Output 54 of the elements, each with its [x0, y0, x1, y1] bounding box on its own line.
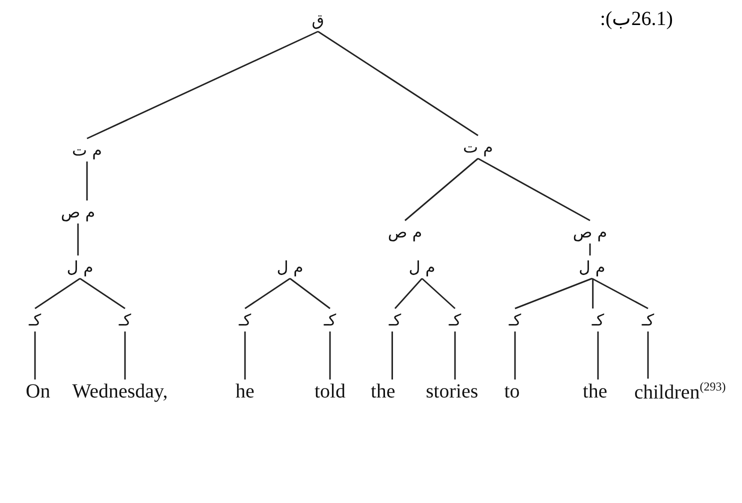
tree-branch	[514, 278, 592, 310]
tree-branch	[244, 332, 246, 380]
tree-branch	[592, 278, 594, 308]
tree-node-label: م ل	[576, 256, 608, 278]
word-label: told	[314, 380, 346, 404]
tree-node-label: ق	[310, 10, 326, 30]
tree-branch	[404, 158, 478, 222]
tree-branch	[589, 244, 591, 256]
tree-node-label: م ت	[70, 140, 104, 160]
tree-node-label: م ص	[58, 202, 98, 222]
tree-node-label: كـ	[116, 310, 134, 330]
tree-node-label: م ل	[274, 256, 306, 278]
tree-node-label: كـ	[506, 310, 524, 330]
tree-branch	[80, 278, 126, 310]
tree-branch	[597, 332, 599, 380]
tree-branch	[86, 30, 318, 140]
tree-branch	[290, 278, 330, 310]
word-label: to	[504, 380, 520, 404]
tree-branch	[391, 332, 393, 380]
tree-branch	[422, 278, 456, 310]
tree-node-label: كـ	[590, 310, 606, 330]
word-label: stories	[426, 380, 478, 404]
tree-node-label: م ل	[64, 256, 96, 278]
word-label: On	[26, 380, 50, 404]
tree-branch	[244, 278, 290, 310]
tree-branch	[394, 278, 423, 309]
tree-node-label: كـ	[26, 310, 44, 330]
tree-branch	[318, 30, 478, 136]
word-label: the	[582, 380, 608, 404]
tree-node-label: م ت	[460, 136, 496, 158]
tree-branch	[34, 278, 80, 310]
tree-node-label: كـ	[640, 310, 656, 330]
tree-branch	[514, 332, 516, 380]
tree-branch	[86, 162, 88, 200]
tree-branch	[647, 332, 649, 379]
tree-node-label: م ل	[406, 256, 438, 278]
tree-branch	[592, 278, 648, 310]
word-label: he	[236, 380, 254, 404]
tree-node-label: كـ	[236, 310, 254, 330]
tree-branch	[454, 332, 456, 380]
tree-branch	[478, 158, 590, 222]
tree-branch	[124, 332, 126, 380]
tree-node-label: كـ	[322, 310, 338, 330]
example-number: (26.1ب):	[600, 7, 673, 31]
tree-node-label: م ص	[386, 222, 424, 242]
word-label: children$^{(293)}$	[634, 380, 726, 404]
tree-branch	[77, 224, 79, 256]
tree-branch	[329, 332, 331, 380]
word-label: the	[370, 380, 396, 404]
tree-node-label: م ص	[570, 222, 610, 242]
tree-node-label: كـ	[386, 310, 404, 330]
tree-branch	[34, 332, 36, 380]
tree-node-label: كـ	[446, 310, 464, 330]
word-label: Wednesday,	[72, 380, 168, 404]
